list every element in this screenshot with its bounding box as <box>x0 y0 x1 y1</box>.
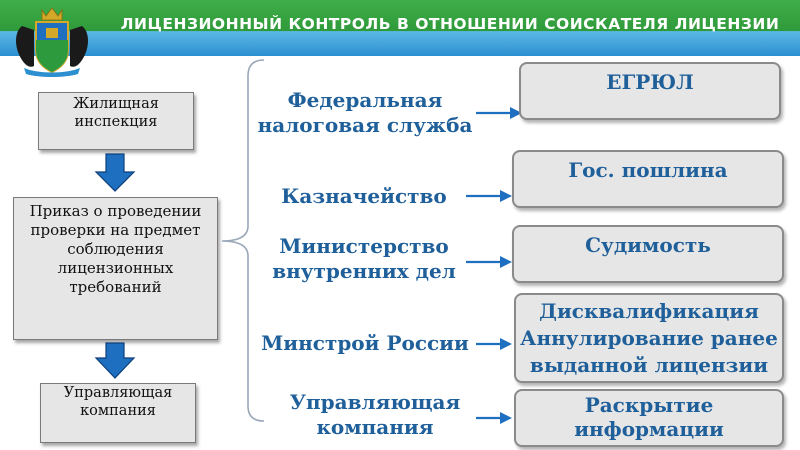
housing-inspection-box: Жилищная инспекция <box>38 92 194 150</box>
result-box-egrul: ЕГРЮЛ <box>519 62 781 120</box>
managing-company-box: Управляющая компания <box>40 383 196 443</box>
agency-label-internal-affairs: Министерство внутренних дел <box>272 234 456 283</box>
result-label: Дисквалификация Аннулирование ранее выда… <box>520 299 778 377</box>
down-arrow-icon <box>94 342 136 379</box>
managing-company-label: Управляющая компания <box>63 385 173 419</box>
result-box-criminal-record: Судимость <box>512 225 784 283</box>
inspection-order-box: Приказ о проведении проверки на предмет … <box>13 197 218 340</box>
agency-label-treasury: Казначейство <box>281 184 447 208</box>
result-label: Раскрытие информации <box>574 393 724 441</box>
result-label: ЕГРЮЛ <box>606 70 694 94</box>
agency-label-tax-service: Федеральная налоговая служба <box>257 88 473 137</box>
result-box-disqualification: Дисквалификация Аннулирование ранее выда… <box>514 293 784 383</box>
housing-inspection-label: Жилищная инспекция <box>73 96 159 130</box>
page-title: ЛИЦЕНЗИОННЫЙ КОНТРОЛЬ В ОТНОШЕНИИ СОИСКА… <box>120 15 780 33</box>
curly-bracket <box>221 59 265 422</box>
right-arrows <box>466 107 522 424</box>
result-label: Гос. пошлина <box>568 158 728 182</box>
agency-label-construction-ministry: Минстрой России <box>261 331 469 355</box>
inspection-order-label: Приказ о проведении проверки на предмет … <box>29 202 202 296</box>
agency-label-managing-company: Управляющая компания <box>289 390 461 439</box>
down-arrow-icon <box>94 153 136 192</box>
result-label: Судимость <box>585 233 711 257</box>
result-box-disclosure: Раскрытие информации <box>514 389 784 447</box>
result-box-state-fee: Гос. пошлина <box>512 150 784 208</box>
coat-of-arms-emblem-icon <box>16 7 88 77</box>
header-banner: ЛИЦЕНЗИОННЫЙ КОНТРОЛЬ В ОТНОШЕНИИ СОИСКА… <box>0 0 800 56</box>
